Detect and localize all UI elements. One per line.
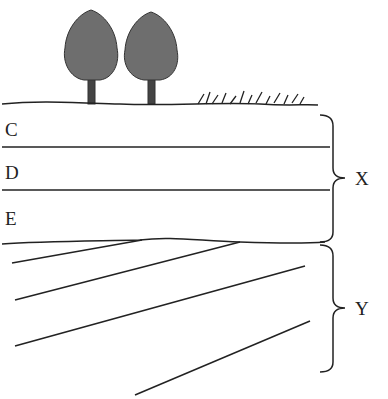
grass <box>198 91 304 104</box>
layer-letter: D <box>5 163 19 182</box>
group-label: X <box>355 169 369 188</box>
layer-letter: E <box>5 209 17 228</box>
brackets <box>320 115 345 372</box>
layer-lines <box>2 102 330 395</box>
layer-letter: C <box>5 120 18 139</box>
trees <box>64 10 177 104</box>
group-label: Y <box>355 299 369 318</box>
